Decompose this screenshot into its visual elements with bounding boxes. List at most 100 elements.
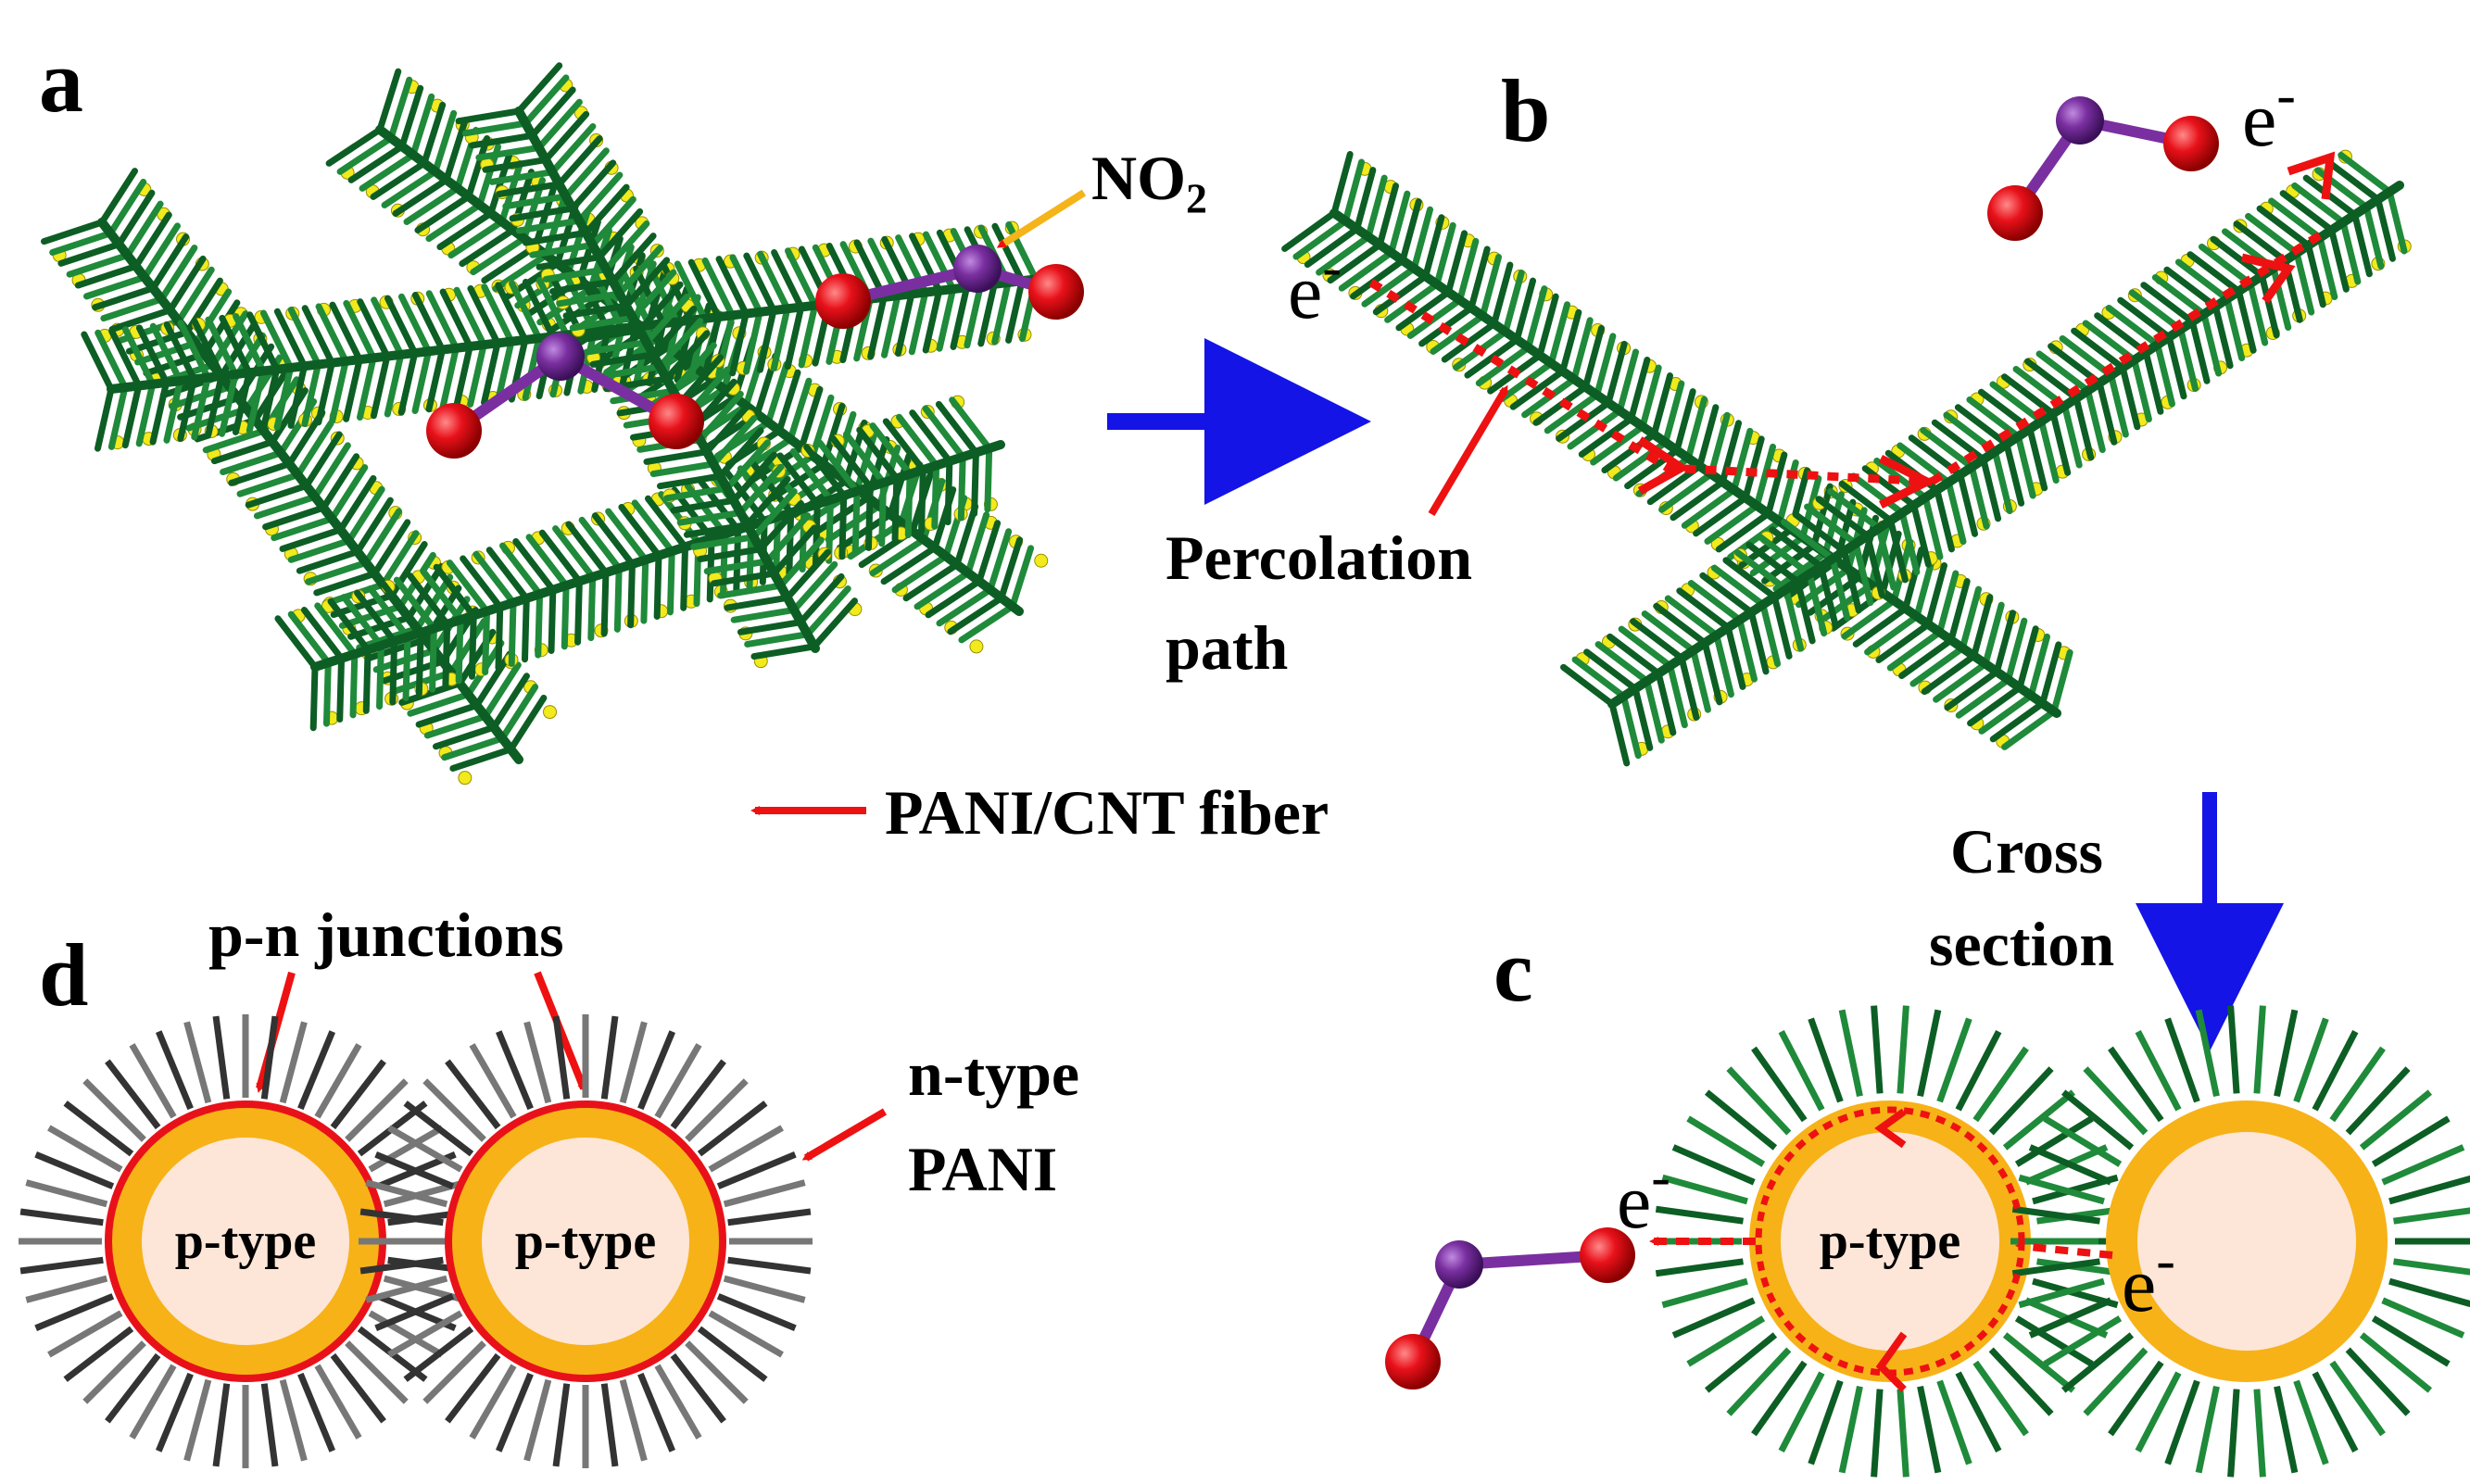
pani-bristle bbox=[482, 661, 522, 720]
pani-bristle bbox=[784, 304, 805, 371]
pani-bristle bbox=[459, 226, 517, 268]
pani-bristle bbox=[1468, 245, 1491, 311]
pani-bristle bbox=[1354, 167, 1377, 233]
pani-bristle bbox=[2011, 1258, 2100, 1277]
pani-bristle bbox=[156, 1030, 194, 1111]
pani-bristle bbox=[260, 1015, 279, 1100]
pani-bristle bbox=[2016, 625, 2039, 691]
pani-bristle bbox=[34, 1293, 115, 1331]
pani-bristle bbox=[829, 434, 874, 491]
ptype-core bbox=[482, 1138, 689, 1345]
pani-bristle bbox=[1395, 288, 1452, 332]
pani-bristle bbox=[115, 189, 156, 248]
fiber-core bbox=[97, 218, 523, 764]
pani-bristle bbox=[697, 390, 744, 444]
pani-bristle bbox=[246, 311, 281, 373]
pani-bristle bbox=[1704, 1332, 1778, 1393]
pani-bristle bbox=[2002, 1332, 2076, 1393]
pani-bristle bbox=[676, 509, 744, 526]
pani-bristle bbox=[2198, 243, 2254, 287]
pani-bristle bbox=[2274, 1009, 2299, 1098]
oxygen-atom bbox=[649, 394, 704, 449]
pani-bristle bbox=[490, 673, 530, 731]
pani-bristle bbox=[495, 282, 529, 344]
pani-bristle bbox=[1686, 1315, 1766, 1367]
pani-bristle bbox=[25, 1179, 108, 1208]
no2-molecules-a bbox=[426, 245, 1084, 459]
pani-bristle bbox=[723, 1179, 806, 1208]
pani-bristle bbox=[287, 362, 309, 429]
pani-bristle bbox=[246, 368, 267, 434]
pani-bristle bbox=[670, 342, 717, 395]
pani-bristle bbox=[904, 471, 914, 539]
pani-bristle bbox=[1671, 1297, 1756, 1339]
pani-bristle bbox=[495, 603, 504, 672]
pn-junctions-label: p-n junctions bbox=[208, 899, 564, 970]
pointer-no2 bbox=[996, 189, 1087, 249]
pani-bristle bbox=[1491, 261, 1514, 328]
pani-bristle bbox=[260, 1383, 279, 1467]
pani-bristle bbox=[891, 474, 901, 543]
pani-bristle bbox=[2235, 287, 2257, 354]
pani-bristle bbox=[496, 181, 562, 197]
pani-bristle bbox=[1921, 652, 1978, 696]
cnt-bead bbox=[458, 771, 473, 786]
pani-bristle bbox=[384, 295, 419, 357]
pani-bristle bbox=[2005, 617, 2028, 684]
pani-bristle bbox=[600, 1383, 619, 1467]
pani-bristle bbox=[1690, 647, 1711, 713]
pani-bristle bbox=[411, 292, 446, 354]
pani-bristle bbox=[1902, 546, 1925, 612]
panel-label-d: d bbox=[39, 925, 89, 1025]
pani-bristle bbox=[327, 597, 372, 653]
pani-bristle bbox=[1722, 557, 1778, 600]
pani-bristle bbox=[1342, 158, 1366, 225]
pani-bristle bbox=[670, 497, 737, 514]
pani-bristle bbox=[784, 247, 819, 309]
pani-bristle bbox=[362, 508, 403, 566]
pani-bristle bbox=[447, 218, 506, 259]
pani-bristle bbox=[410, 93, 435, 158]
pani-bristle bbox=[1605, 340, 1628, 407]
oxygen-atom bbox=[1987, 185, 2043, 241]
pani-bristle bbox=[737, 619, 804, 635]
pani-bristle bbox=[98, 168, 138, 226]
pani-bristle bbox=[220, 449, 284, 476]
pani-bristle bbox=[2154, 341, 2175, 408]
pani-bristle bbox=[322, 659, 332, 727]
pani-bristle bbox=[727, 1208, 812, 1226]
pani-bristle bbox=[301, 305, 335, 367]
pani-bristle bbox=[708, 1310, 784, 1358]
pani-bristle bbox=[2018, 1277, 2105, 1309]
pani-bristle bbox=[149, 233, 190, 292]
pani-bristle bbox=[1582, 324, 1606, 391]
pani-bristle bbox=[947, 595, 1005, 635]
pani-bristle bbox=[1972, 1360, 2029, 1437]
pani-bristle bbox=[2165, 333, 2187, 400]
pani-bristle bbox=[790, 560, 838, 613]
pani-bristle bbox=[555, 135, 603, 188]
ptype-label-d-left: p-type bbox=[174, 1213, 317, 1270]
pani-bristle bbox=[346, 485, 385, 545]
pani-bristle bbox=[496, 1372, 534, 1453]
pani-bristle bbox=[82, 1340, 146, 1404]
pani-bristle bbox=[523, 1021, 552, 1104]
pani-bristle bbox=[95, 329, 129, 391]
pani-bristle bbox=[509, 205, 576, 222]
pani-bristle bbox=[2001, 708, 2058, 750]
pani-bristle bbox=[798, 302, 819, 369]
pn-fiber-2 bbox=[359, 1014, 813, 1468]
pani-bristle bbox=[842, 431, 888, 486]
pani-bristle bbox=[469, 132, 536, 149]
pani-bristle bbox=[902, 560, 961, 602]
pani-bristle bbox=[407, 572, 451, 628]
pani-bristle bbox=[287, 610, 332, 666]
ring-chevron-top bbox=[1874, 1108, 1907, 1149]
pani-bristle bbox=[460, 555, 504, 610]
pani-bristle bbox=[345, 1078, 409, 1142]
pn-fiber-1 bbox=[19, 1014, 473, 1468]
pani-bristle bbox=[2131, 357, 2152, 423]
pani-bristle bbox=[643, 448, 711, 465]
electron-label-b-right: e- bbox=[2242, 67, 2296, 159]
pani-bristle bbox=[690, 534, 758, 550]
